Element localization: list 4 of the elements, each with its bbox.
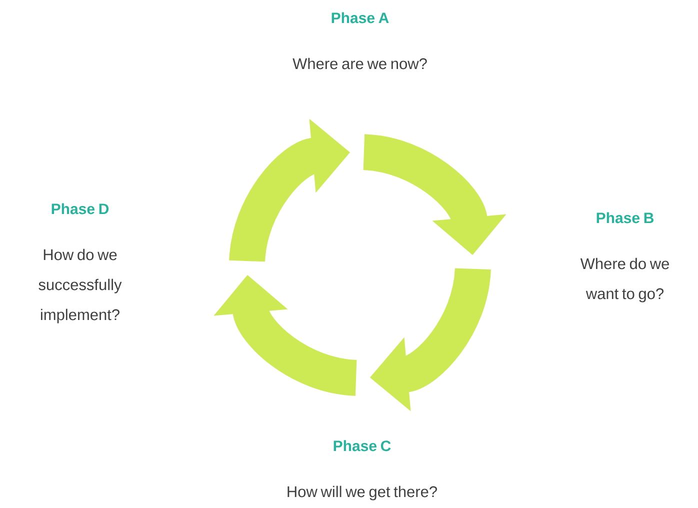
phase-label: Phase D How do we successfully implement? (38, 203, 122, 324)
phase-label: Phase B Where do we want to go? (580, 212, 669, 302)
phase-label: Phase A Where are we now? (292, 12, 427, 70)
phase-label: Phase C How will we get there? (288, 440, 437, 500)
